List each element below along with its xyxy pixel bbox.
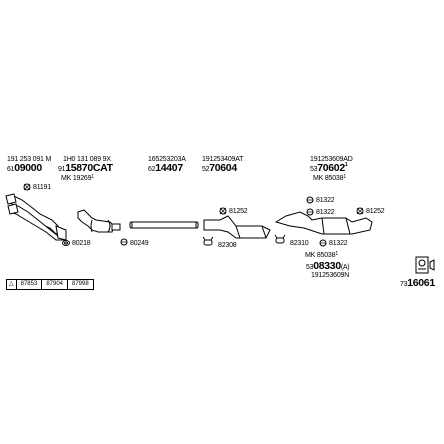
a-triangle-icon: △: [7, 280, 17, 289]
diagram-id: 7316061: [400, 278, 435, 289]
strip-cell: 87853: [17, 280, 43, 289]
clamp-81322-a-icon: [306, 196, 314, 204]
price-main: 70604: [209, 162, 237, 174]
gasket-80218-icon: [62, 240, 70, 246]
mk-label: MK 85038: [305, 252, 336, 259]
rear-silencer-drawing: [274, 211, 373, 235]
clamp-label-81322-a: 81322: [316, 197, 335, 204]
clamp-81252-a-icon: [219, 207, 227, 215]
hanger-82310-icon: [274, 234, 286, 244]
diagram-id-main: 16061: [407, 277, 435, 289]
price-catalytic-converter: 9115870CAT: [58, 163, 113, 174]
price-prefix: 61: [7, 166, 15, 173]
mounting-kit-icon: [415, 256, 435, 274]
centre-silencer-drawing: [203, 215, 271, 239]
hanger-label-82310: 82310: [290, 240, 309, 247]
price-prefix: 53: [306, 264, 314, 271]
mounting-kit-catalytic-converter: MK 192691: [61, 174, 94, 183]
price-prefix: 52: [202, 166, 210, 173]
clamp-81322-c-icon: [319, 239, 327, 247]
clamp-label-81252-b: 81252: [366, 208, 385, 215]
price-main: 08330: [313, 260, 341, 272]
catalytic-converter-drawing: [77, 209, 121, 233]
gasket-label-80218: 80218: [72, 240, 91, 247]
price-main: 09000: [14, 162, 42, 174]
clamp-label-81322-b: 81322: [316, 209, 335, 216]
clamp-label-81191: 81191: [33, 184, 51, 191]
price-centre-silencer: 5270604: [202, 163, 237, 174]
hanger-label-82308: 82308: [218, 242, 237, 249]
strip-cell: 87998: [72, 281, 89, 287]
part-number-catalytic-converter: 1H0 131 089 9X: [63, 156, 111, 163]
price-prefix: 62: [148, 166, 156, 173]
price-suffix: (A): [340, 264, 350, 271]
price-rear-silencer: 53706021: [310, 162, 348, 174]
reference-strip: △ 87853 87904 87998: [6, 279, 94, 290]
price-main: 15870CAT: [65, 162, 113, 174]
part-number-centre-silencer: 191253409AT: [202, 156, 244, 163]
clamp-label-81322-c: 81322: [329, 240, 348, 247]
price-main: 14407: [155, 162, 183, 174]
part-number-rear-silencer: 191253609AD: [310, 156, 353, 163]
part-number-intermediate-pipe: 165253203A: [148, 156, 186, 163]
clamp-80249-icon: [120, 238, 128, 246]
clamp-label-81252-a: 81252: [229, 208, 248, 215]
price-superscript: 1: [344, 162, 348, 168]
hanger-82308-icon: [202, 236, 214, 246]
mk-superscript: 1: [335, 251, 338, 257]
front-pipe-drawing: [5, 193, 67, 241]
clamp-label-80249: 80249: [130, 240, 149, 247]
mounting-kit-alt-rear-silencer: MK 850381: [305, 251, 338, 260]
mounting-kit-rear-silencer: MK 850381: [313, 174, 346, 183]
price-alt-rear-silencer: 5308330(A): [306, 260, 350, 272]
strip-cell: 87904: [42, 280, 68, 289]
mk-superscript: 1: [343, 174, 346, 180]
mk-label: MK 85038: [313, 175, 344, 182]
price-front-pipe: 6109000: [7, 163, 42, 174]
part-number-front-pipe: 191 253 091 M: [7, 156, 52, 163]
intermediate-pipe-drawing: [129, 221, 199, 229]
price-intermediate-pipe: 6214407: [148, 163, 183, 174]
mk-superscript: 1: [91, 174, 94, 180]
price-prefix: 53: [310, 166, 318, 173]
mk-label: MK 19269: [61, 175, 92, 182]
clamp-81252-b-icon: [356, 207, 364, 215]
clamp-81191-icon: [23, 183, 31, 191]
price-main: 70602: [317, 162, 345, 174]
diagram-id-prefix: 73: [400, 281, 408, 288]
part-number-alt-rear-silencer: 191253609N: [311, 272, 350, 279]
price-prefix: 91: [58, 166, 66, 173]
clamp-81322-b-icon: [306, 208, 314, 216]
